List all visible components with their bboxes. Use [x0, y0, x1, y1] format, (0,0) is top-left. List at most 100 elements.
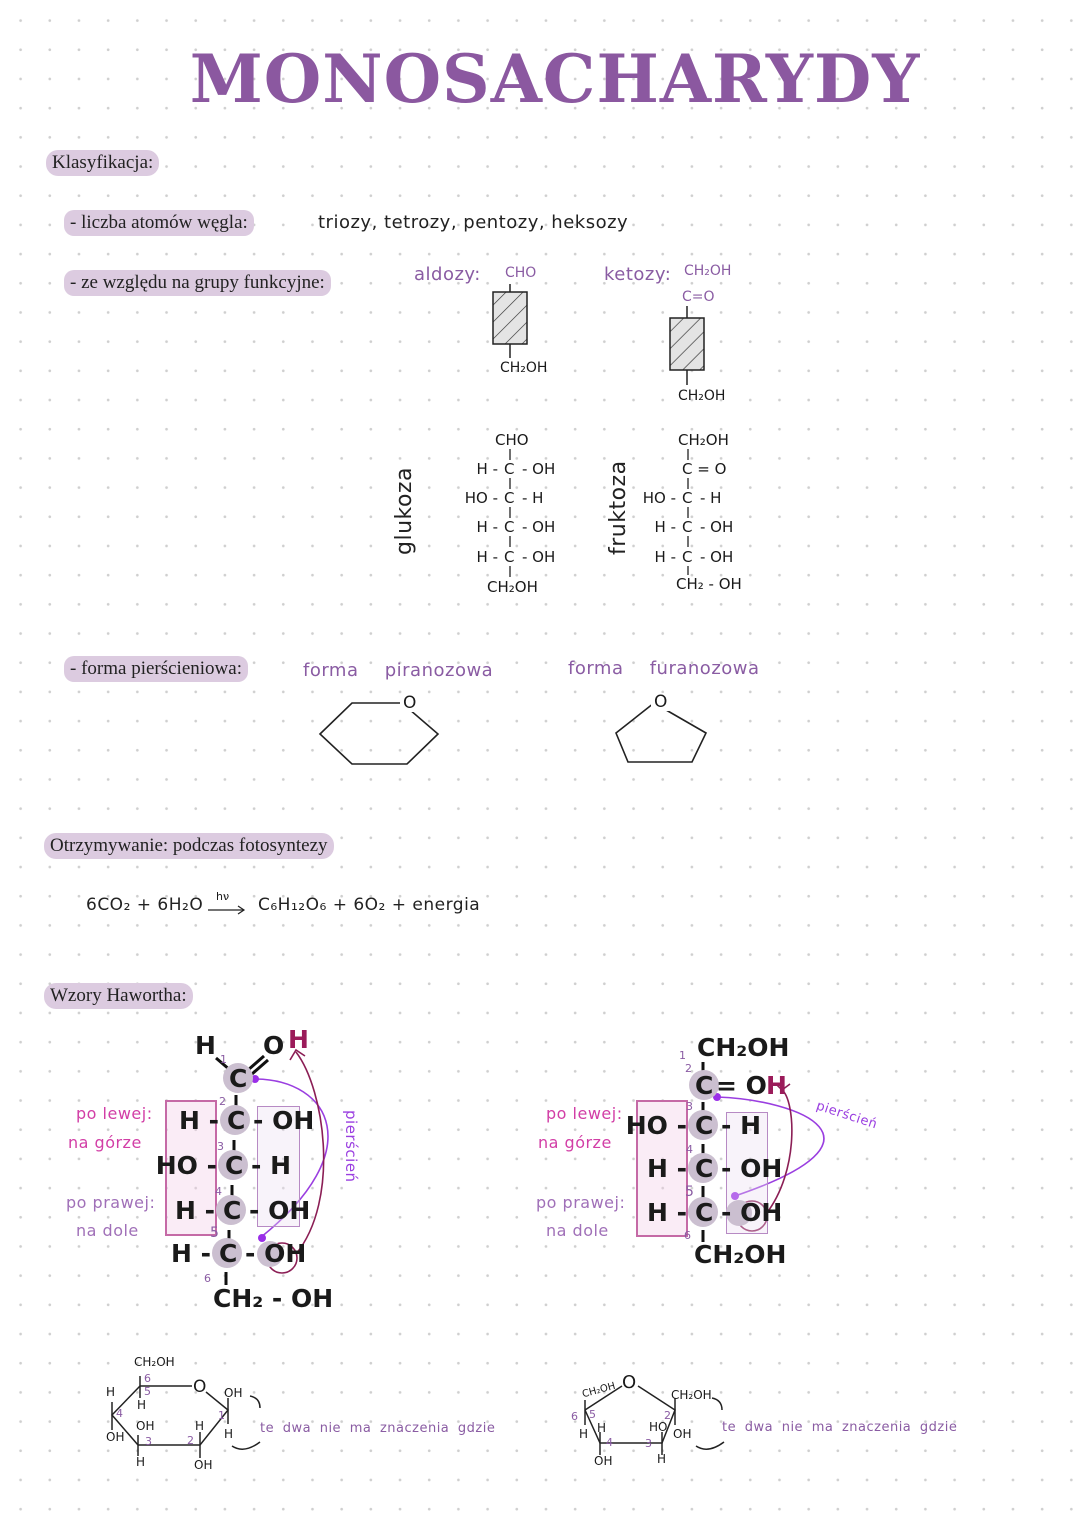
- right-substituent-box: [257, 1106, 300, 1227]
- formula-label: 6: [204, 1272, 211, 1285]
- formula-label: 2: [219, 1095, 226, 1108]
- pyranose-haworth-ring: [110, 1376, 261, 1458]
- formula-label: C: [219, 1239, 238, 1268]
- note-left-2: na górze: [538, 1133, 612, 1152]
- carbon-highlight: [223, 1063, 253, 1093]
- formula-label: - OH: [522, 518, 556, 536]
- carbon-count-value: triozy, tetrozy, pentozy, heksozy: [318, 212, 629, 233]
- formula-label: C: [223, 1196, 242, 1225]
- formula-label: H: [657, 1452, 667, 1466]
- carbon-count-label: - liczba atomów węgla:: [64, 210, 254, 236]
- formula-label: OH: [673, 1427, 692, 1441]
- formula-label: 6: [571, 1410, 578, 1423]
- page-title: MONOSACHARYDY: [189, 40, 921, 118]
- glucose-migrating-h: H: [288, 1025, 309, 1054]
- formula-label: HO -: [464, 489, 498, 507]
- formula-label: C: [682, 518, 693, 536]
- aldose-block-icon: [492, 284, 528, 358]
- note-right-2: na dole: [76, 1221, 139, 1240]
- formula-label: H: [597, 1421, 607, 1435]
- carbon-highlight: [220, 1105, 250, 1135]
- formula-label: 2: [187, 1434, 194, 1447]
- formula-label: - H: [251, 1151, 292, 1180]
- formula-label: 4: [116, 1407, 123, 1420]
- formula-label: C: [504, 518, 515, 536]
- ketose-mid: C=O: [682, 289, 715, 305]
- formula-label: H -: [476, 518, 498, 536]
- furanose-ring-icon: [615, 702, 708, 763]
- formula-label: OH: [194, 1458, 213, 1472]
- ketose-block-icon: [669, 306, 705, 385]
- note-left-2: na górze: [68, 1133, 142, 1152]
- glucose-top: CHO: [495, 431, 529, 449]
- fructose-c2: C: [695, 1071, 714, 1100]
- carbon-highlight: [688, 1153, 718, 1183]
- formula-label: HO -: [642, 489, 676, 507]
- ketose-top: CH₂OH: [684, 263, 732, 279]
- formula-label: 1: [679, 1049, 686, 1062]
- formula-label: H -: [646, 1198, 687, 1227]
- formula-label: - OH: [700, 548, 734, 566]
- formula-label: - OH: [700, 518, 734, 536]
- classification-heading: Klasyfikacja:: [46, 150, 160, 176]
- formula-label: - OH: [253, 1106, 315, 1135]
- note-right-1: po prawej:: [66, 1193, 156, 1212]
- formula-label: 5: [144, 1385, 151, 1398]
- glucose-bottom: CH₂ - OH: [213, 1284, 334, 1313]
- formula-label: 4: [686, 1143, 693, 1156]
- carbon-highlight: [726, 1200, 752, 1226]
- formula-label: 5: [210, 1225, 219, 1241]
- formula-label: OH: [594, 1454, 613, 1468]
- note-right-1: po prawej:: [536, 1193, 626, 1212]
- pyranose-label: forma piranozowa: [303, 660, 494, 681]
- formula-label: C: [682, 548, 693, 566]
- equation-left: 6CO₂ + 6H₂O: [86, 895, 204, 915]
- fructose-mid: C = O: [682, 460, 727, 478]
- left-substituent-box: [636, 1100, 688, 1237]
- formula-label: C: [504, 489, 515, 507]
- fructose-bottom: CH₂ - OH: [676, 575, 742, 593]
- formula-label: H: [106, 1385, 116, 1399]
- formula-label: C: [227, 1106, 246, 1135]
- carbon-highlight: [212, 1238, 242, 1268]
- formula-label: H -: [654, 518, 676, 536]
- formula-label: C: [682, 489, 693, 507]
- formula-label: C: [504, 548, 515, 566]
- formula-label: O: [622, 1372, 637, 1393]
- formula-label: H: [224, 1427, 234, 1441]
- formula-label: HO -: [155, 1151, 217, 1180]
- carbon-highlight: [688, 1110, 718, 1140]
- anomer-note: te dwa nie ma znaczenia gdzie: [722, 1420, 958, 1435]
- ketoses-label: ketozy:: [604, 264, 672, 285]
- formula-label: H -: [476, 548, 498, 566]
- formula-label: H -: [178, 1106, 219, 1135]
- note-left-1: po lewej:: [76, 1104, 153, 1123]
- formula-label: 1: [218, 1409, 225, 1422]
- glucose-name: glukoza: [392, 467, 417, 555]
- formula-label: 3: [645, 1437, 652, 1450]
- carbon-highlight: [257, 1241, 283, 1267]
- fructose-top: CH₂OH: [678, 431, 729, 449]
- carbon-highlight: [216, 1195, 246, 1225]
- formula-label: CH₂OH: [134, 1355, 175, 1369]
- aldoses-label: aldozy:: [414, 264, 481, 285]
- aldose-bottom: CH₂OH: [500, 360, 548, 376]
- formula-label: OH: [136, 1419, 155, 1433]
- formula-label: 2: [664, 1409, 671, 1422]
- formula-label: C: [504, 460, 515, 478]
- formula-label: 1: [220, 1053, 227, 1066]
- formula-label: 4: [215, 1185, 222, 1198]
- formula-label: 2: [685, 1062, 692, 1075]
- anomer-note: te dwa nie ma znaczenia gdzie: [260, 1421, 496, 1436]
- haworth-heading: Wzory Hawortha:: [44, 983, 193, 1009]
- formula-label: H: [195, 1419, 205, 1433]
- formula-label: C: [695, 1111, 714, 1140]
- carbon-highlight: [218, 1150, 248, 1180]
- formula-label: H: [137, 1398, 147, 1412]
- note-left-1: po lewej:: [546, 1104, 623, 1123]
- equation-arrow-label: hν: [216, 890, 230, 903]
- fructose-c2-right: = O: [716, 1071, 767, 1100]
- formula-label: OH: [224, 1386, 243, 1400]
- carbon-highlight: [688, 1197, 718, 1227]
